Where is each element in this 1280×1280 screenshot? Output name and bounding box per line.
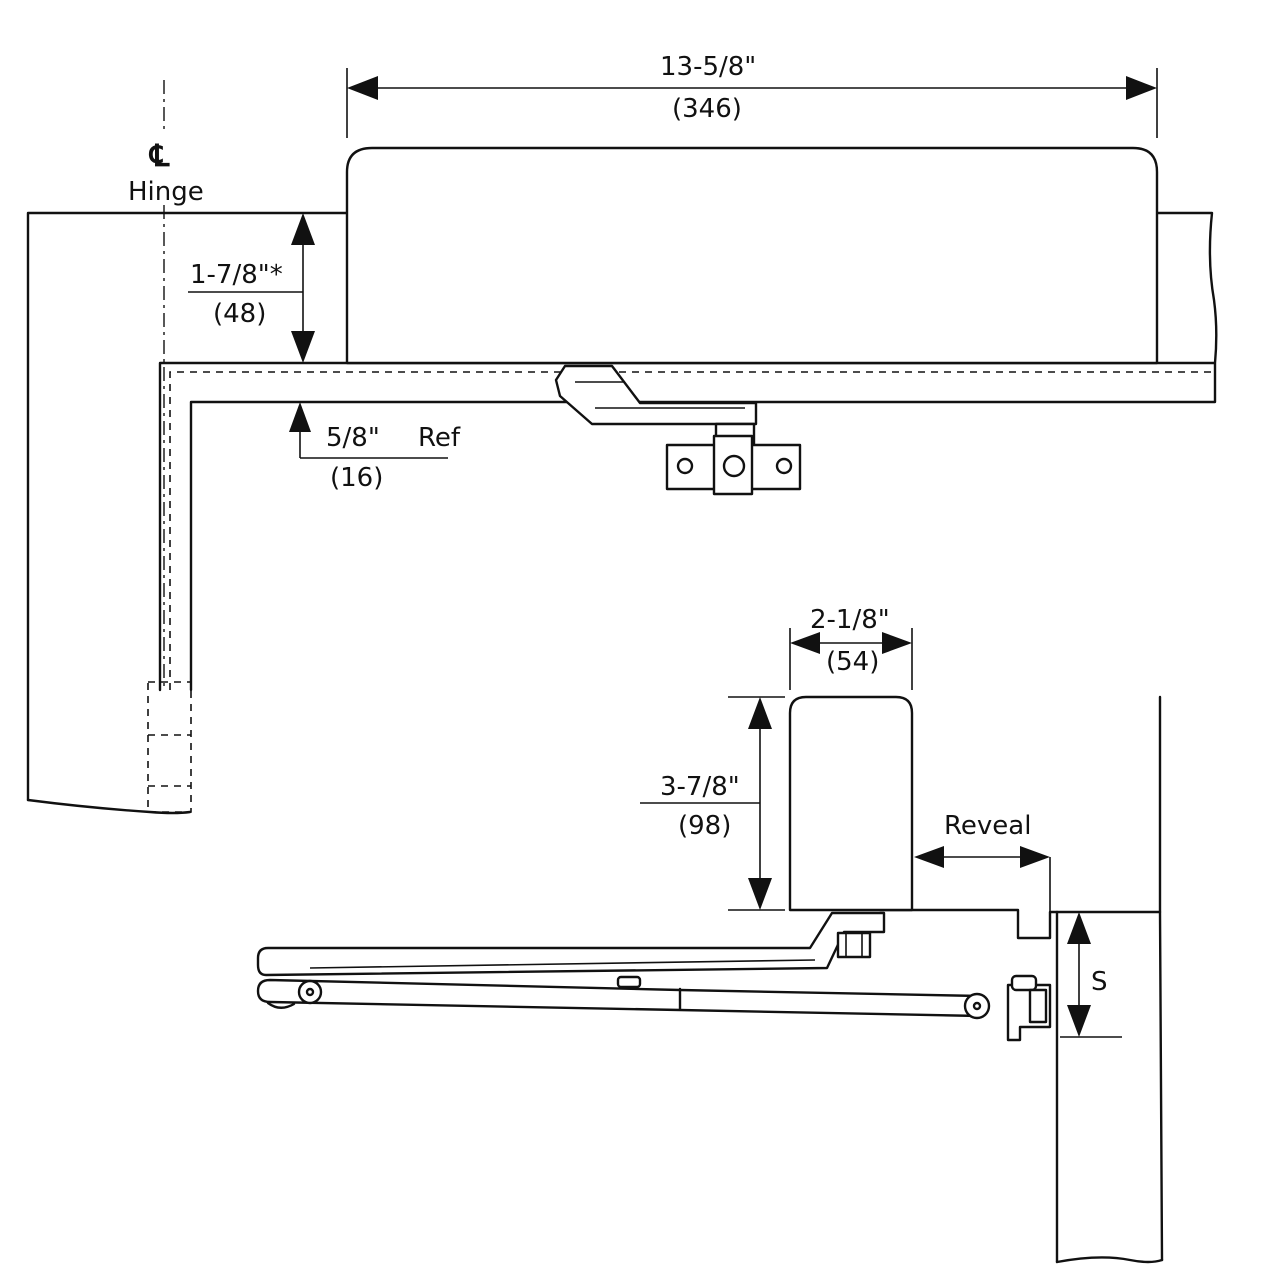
arm-end-roller xyxy=(266,1001,296,1009)
bracket-pivot-center xyxy=(972,1001,982,1011)
height-dim-label: 1-7/8"* xyxy=(190,260,283,290)
shoe-screw-left xyxy=(676,457,694,475)
reveal-arrow-left xyxy=(914,846,944,868)
height-arrow-bottom xyxy=(291,331,315,363)
hinge-box xyxy=(147,681,192,813)
door-section-break xyxy=(1055,1256,1164,1264)
depth-arrow-left xyxy=(790,632,820,654)
arm-nut xyxy=(836,931,872,959)
door-dashed-line xyxy=(169,371,1212,690)
depth-arrow-right xyxy=(882,632,912,654)
overall-width-mm-label: (346) xyxy=(672,94,742,124)
side-height-mm-label: (98) xyxy=(678,811,731,841)
forearm-adjust-nut xyxy=(616,975,642,989)
height-arrow-top xyxy=(291,213,315,245)
main-arm-inner xyxy=(309,959,816,969)
top-view: ℄ Hinge 13-5/8" (346) 1-7/8"* (48) 5/8" … xyxy=(26,52,1218,815)
width-arrow-right xyxy=(1126,76,1157,100)
arm-nut-detail xyxy=(845,933,863,957)
hinge-label: Hinge xyxy=(128,177,204,207)
side-height-label: 3-7/8" xyxy=(660,772,740,802)
closer-body-side xyxy=(788,695,914,912)
closer-body xyxy=(345,146,1159,365)
shoe-screw-right xyxy=(775,457,793,475)
centerline-icon: ℄ xyxy=(148,139,170,174)
shoe-center-block xyxy=(712,434,754,496)
frame-break xyxy=(26,798,192,815)
arm-end-pivot-center xyxy=(305,987,315,997)
bracket-pivot xyxy=(963,992,991,1020)
closer-arm xyxy=(554,364,758,426)
shoe-pivot xyxy=(722,454,746,478)
height2-arrow-top xyxy=(748,697,772,729)
bracket-top-tab xyxy=(1010,974,1038,992)
arm-detail xyxy=(575,381,745,409)
side-view: 2-1/8" (54) 3-7/8" (98) Reveal S xyxy=(256,605,1164,1264)
ref-dim-mm-label: (16) xyxy=(330,463,383,493)
height2-arrow-bottom xyxy=(748,878,772,910)
bracket-block xyxy=(1028,988,1048,1024)
height-dim-mm-label: (48) xyxy=(213,299,266,329)
overall-width-label: 13-5/8" xyxy=(660,52,756,82)
s-label: S xyxy=(1091,967,1108,997)
side-main-arm xyxy=(256,911,886,977)
s-arrow-bottom xyxy=(1067,1005,1091,1037)
side-forearm xyxy=(256,978,982,1018)
door-section xyxy=(1055,910,1164,1264)
depth-dim-mm-label: (54) xyxy=(826,647,879,677)
s-arrow-top xyxy=(1067,912,1091,944)
ref-label: Ref xyxy=(418,423,461,453)
reveal-label: Reveal xyxy=(944,811,1031,841)
depth-dim-label: 2-1/8" xyxy=(810,605,890,635)
width-arrow-left xyxy=(347,76,378,100)
arm-end-pivot xyxy=(297,979,323,1005)
reveal-arrow-right xyxy=(1020,846,1050,868)
ref-arrow xyxy=(289,402,311,432)
frame-outline xyxy=(26,211,1218,802)
ref-dim-label: 5/8" xyxy=(326,423,380,453)
